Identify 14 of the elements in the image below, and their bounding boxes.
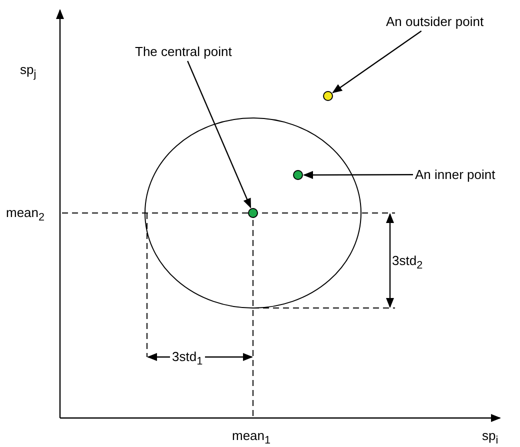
leader-arrow xyxy=(303,170,413,179)
leader-arrow xyxy=(187,60,252,208)
callout-text: An inner point xyxy=(415,167,496,182)
callout-text: The central point xyxy=(135,44,232,59)
axis-label: 3std$_{2}$ xyxy=(392,253,423,272)
data-point xyxy=(323,91,333,101)
axis-label: mean$_{2}$ xyxy=(6,205,45,224)
leader-arrow xyxy=(332,30,422,94)
data-point xyxy=(293,170,303,180)
axis-label: sp$_{j}$ xyxy=(20,62,36,81)
axis-label: sp$_{i}$ xyxy=(482,428,498,447)
data-point xyxy=(248,208,258,218)
axis-label: mean$_{1}$ xyxy=(232,428,271,447)
callout-text: An outsider point xyxy=(386,14,484,29)
